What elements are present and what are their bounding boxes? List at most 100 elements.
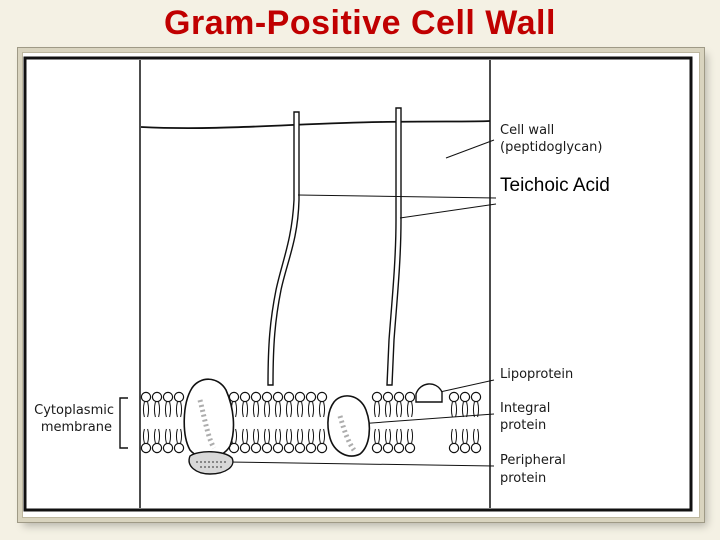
label-integral-protein: protein — [500, 418, 546, 433]
phospholipid-tail — [477, 428, 480, 444]
phospholipid-tail — [395, 428, 398, 444]
phospholipid-tail — [180, 401, 183, 418]
label-membrane: membrane — [41, 420, 112, 435]
phospholipid-tail — [285, 401, 288, 418]
label-cell-wall: Cell wall — [500, 123, 554, 138]
label-lipoprotein: Lipoprotein — [500, 367, 573, 382]
phospholipid-tail — [268, 428, 271, 444]
phospholipid-head — [305, 391, 317, 403]
phospholipid-head — [382, 391, 394, 403]
integral-protein-left-shading — [197, 399, 217, 450]
phospholipid-tail — [257, 401, 260, 418]
label-cytoplasmic: Cytoplasmic — [34, 403, 114, 418]
phospholipid-head — [283, 391, 295, 403]
peripheral-protein — [188, 451, 234, 475]
phospholipid-tail — [373, 401, 376, 418]
phospholipid-tail — [180, 428, 183, 444]
phospholipid-tail — [406, 401, 409, 418]
phospholipid-head — [250, 442, 262, 454]
label-peripheral: Peripheral — [500, 453, 566, 468]
phospholipid-head — [470, 442, 482, 454]
phospholipid-tail — [241, 401, 244, 418]
phospholipid-tail — [274, 428, 277, 444]
lipid-bilayer — [140, 391, 482, 454]
phospholipid-tail — [400, 428, 403, 444]
integral-protein-right — [327, 395, 371, 457]
phospholipid-tail — [252, 428, 255, 444]
phospholipid-tail — [406, 428, 409, 444]
phospholipid-tail — [235, 428, 238, 444]
phospholipid-tail — [461, 428, 464, 444]
teichoic-label-backing — [497, 170, 667, 198]
leader-cell-wall — [445, 139, 495, 159]
phospholipid-head — [393, 391, 405, 403]
phospholipid-head — [162, 442, 174, 454]
phospholipid-tail — [241, 428, 244, 444]
phospholipid-head — [294, 391, 306, 403]
leader-teichoic-acid-2 — [399, 203, 497, 219]
phospholipid-tail — [389, 401, 392, 418]
phospholipid-tail — [263, 401, 266, 418]
phospholipid-tail — [274, 401, 277, 418]
phospholipid-tail — [466, 401, 469, 418]
label-teichoic-acid: Teichoic Acid — [500, 175, 610, 196]
slide-title: Gram-Positive Cell Wall — [164, 4, 556, 42]
phospholipid-tail — [169, 401, 172, 418]
teichoic-acid-fiber-left — [267, 111, 300, 386]
phospholipid-tail — [323, 428, 326, 444]
phospholipid-tail — [395, 401, 398, 418]
phospholipid-tail — [257, 428, 260, 444]
phospholipid-head — [404, 442, 416, 454]
phospholipid-tail — [384, 428, 387, 444]
phospholipid-head — [250, 391, 262, 403]
phospholipid-head — [470, 391, 482, 403]
phospholipid-tail — [142, 401, 145, 418]
phospholipid-tail — [307, 401, 310, 418]
label-peptidoglycan: (peptidoglycan) — [500, 140, 602, 155]
phospholipid-tail — [323, 401, 326, 418]
phospholipid-head — [459, 391, 471, 403]
phospholipid-head — [283, 442, 295, 454]
phospholipid-head — [448, 442, 460, 454]
phospholipid-head — [239, 442, 251, 454]
phospholipid-head — [261, 442, 273, 454]
phospholipid-tail — [252, 401, 255, 418]
phospholipid-tail — [153, 401, 156, 418]
phospholipid-tail — [158, 401, 161, 418]
phospholipid-tail — [290, 428, 293, 444]
phospholipid-tail — [373, 428, 376, 444]
phospholipid-tail — [235, 401, 238, 418]
phospholipid-tail — [411, 428, 414, 444]
phospholipid-tail — [472, 401, 475, 418]
phospholipid-tail — [175, 428, 178, 444]
phospholipid-head — [316, 391, 328, 403]
label-peripheral-protein: protein — [500, 471, 546, 486]
cell-wall-boundary — [140, 120, 491, 130]
phospholipid-tail — [466, 428, 469, 444]
phospholipid-head — [272, 391, 284, 403]
phospholipid-head — [173, 442, 185, 454]
phospholipid-head — [140, 391, 152, 403]
phospholipid-head — [371, 391, 383, 403]
teichoic-acid-fiber-right — [386, 107, 402, 386]
phospholipid-head — [294, 442, 306, 454]
phospholipid-tail — [307, 428, 310, 444]
phospholipid-tail — [246, 428, 249, 444]
phospholipid-tail — [318, 401, 321, 418]
phospholipid-tail — [158, 428, 161, 444]
phospholipid-tail — [312, 428, 315, 444]
phospholipid-tail — [175, 401, 178, 418]
cytoplasmic-membrane-bracket — [119, 397, 128, 449]
phospholipid-tail — [246, 401, 249, 418]
phospholipid-tail — [153, 428, 156, 444]
phospholipid-tail — [147, 428, 150, 444]
leader-peripheral-protein — [227, 461, 495, 467]
phospholipid-tail — [169, 428, 172, 444]
phospholipid-head — [173, 391, 185, 403]
phospholipid-tail — [301, 401, 304, 418]
leader-integral-protein — [357, 413, 495, 425]
phospholipid-head — [371, 442, 383, 454]
phospholipid-head — [305, 442, 317, 454]
phospholipid-tail — [477, 401, 480, 418]
phospholipid-head — [404, 391, 416, 403]
